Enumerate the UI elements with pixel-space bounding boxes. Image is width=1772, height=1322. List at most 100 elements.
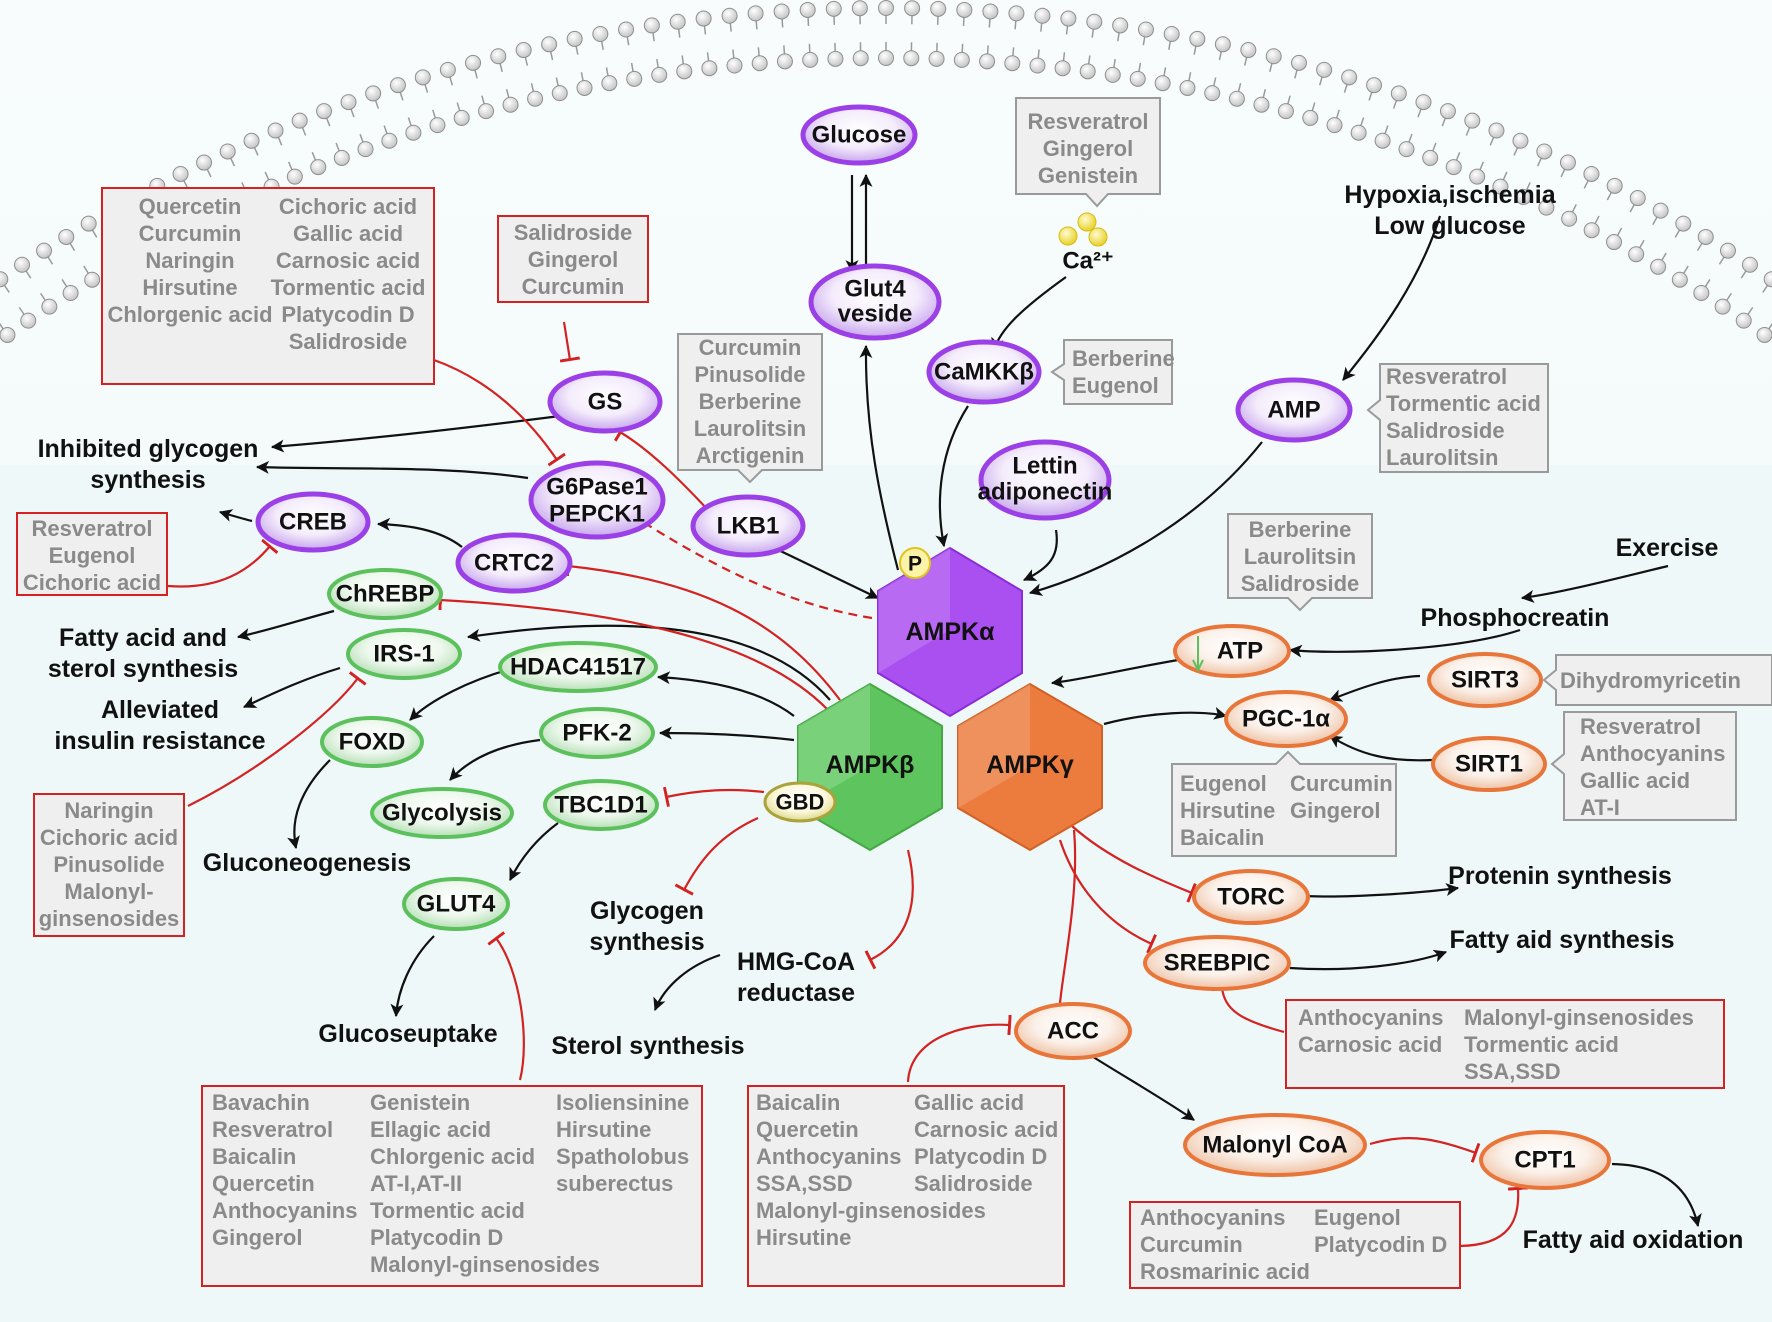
compound-boxes: Resveratrol Gingerol Genistein Berberine… xyxy=(16,97,1772,1289)
inhibit-ampk-to-srebp xyxy=(1058,839,1157,954)
arrow-torc-to-protenin xyxy=(1305,883,1460,898)
glucoseuptake-label: Glucoseuptake xyxy=(318,1020,497,1048)
lipid-head xyxy=(1326,117,1343,134)
arrow-cpt1-to-oxidation xyxy=(1611,1162,1702,1228)
fatty-sterol-line1: Fatty acid and xyxy=(59,624,227,652)
lipid-head xyxy=(405,124,422,141)
calcium-ion xyxy=(1077,212,1097,232)
atp-label: ATP xyxy=(1217,638,1263,665)
arrow-ampk-to-glut4-vesicle xyxy=(859,344,900,571)
inhibit-gbd-to-glycogen xyxy=(674,816,759,896)
arrow-lkb1-to-ampk xyxy=(773,547,879,599)
lipid-head xyxy=(1464,112,1481,129)
lipid-head xyxy=(1606,234,1623,251)
gs-label: GS xyxy=(588,389,623,416)
lipid-head xyxy=(1253,96,1270,113)
arrow-glut4-to-uptake xyxy=(390,935,435,1018)
lipid-head xyxy=(1104,66,1121,83)
g6pase-box-item: Curcumin xyxy=(139,221,242,246)
lipid-head xyxy=(643,17,660,34)
lipid-head xyxy=(80,215,97,232)
lipid-head xyxy=(490,48,507,65)
lipid-head xyxy=(904,0,921,17)
inhibit-box-to-glut4 xyxy=(487,931,525,1081)
glut4-box-item: Quercetin xyxy=(212,1171,315,1196)
arrow-sirt1-to-pgc xyxy=(1329,735,1433,762)
lipid-head xyxy=(903,50,920,67)
lipid-head xyxy=(267,122,284,139)
lettin-adiponectin-node xyxy=(978,439,1112,521)
lipid-head xyxy=(286,168,303,185)
arrow-amp-to-ampk xyxy=(1028,441,1263,596)
torc-label: TORC xyxy=(1217,884,1285,911)
lipid-head xyxy=(1536,143,1553,160)
cpt1-box-item: Platycodin D xyxy=(1314,1232,1447,1257)
lettin-line2: adiponectin xyxy=(978,479,1113,506)
inhibit-ampk-to-hmg xyxy=(864,849,914,970)
inhibit-ampk-to-torc xyxy=(1071,825,1197,903)
gs-box-item: Salidroside xyxy=(514,220,633,245)
lipid-head xyxy=(316,103,333,120)
g6pase-compound-box xyxy=(101,187,435,385)
lipid-head xyxy=(1008,5,1025,22)
cell-membrane xyxy=(0,0,1772,343)
atp-box-item: Salidroside xyxy=(1241,571,1360,596)
ampk-gamma-hexagon xyxy=(957,682,1103,852)
inhibited-glycogen-line2: synthesis xyxy=(90,466,205,494)
lipid-head xyxy=(1422,149,1439,166)
arrow-irs-to-alleviated xyxy=(243,666,341,708)
g6pase-box-item: Platycodin D xyxy=(281,302,414,327)
acc-compound-box xyxy=(747,1085,1065,1287)
lipid-head xyxy=(502,96,519,113)
camkk-label: CaMKKβ xyxy=(934,359,1034,386)
glut4-box-item: Gingerol xyxy=(212,1225,302,1250)
inhibit-malonyl-to-cpt1 xyxy=(1369,1137,1481,1163)
srebp-box-item: Malonyl-ginsenosides xyxy=(1464,1005,1694,1030)
hdac-node xyxy=(498,641,658,693)
pgc-box-item: Hirsutine xyxy=(1180,798,1275,823)
glut4-box-item: Hirsutine xyxy=(556,1117,651,1142)
inhibit-box-to-g6pase xyxy=(433,358,566,467)
amp-label: AMP xyxy=(1267,397,1320,424)
pgc-box-item: Baicalin xyxy=(1180,825,1264,850)
arrow-g6pase-to-glycogen xyxy=(255,460,529,480)
lipid-head xyxy=(1714,298,1731,315)
arrow-sirt3-to-pgc xyxy=(1328,674,1421,702)
lipid-head xyxy=(1439,103,1456,120)
lipid-head xyxy=(310,159,327,176)
glut4-box-item: Spatholobus xyxy=(556,1144,689,1169)
glucose-node xyxy=(800,104,918,166)
acc-box-item: Carnosic acid xyxy=(914,1117,1058,1142)
cpt1-box-item: Rosmarinic acid xyxy=(1140,1259,1310,1284)
ampk-alpha-label: AMPKα xyxy=(906,618,996,646)
lipid-head xyxy=(1512,132,1529,149)
chrebp-node xyxy=(327,568,443,620)
sirt1-compound-box xyxy=(1550,711,1737,821)
lkb1-label: LKB1 xyxy=(717,513,780,540)
lipid-head xyxy=(930,0,947,17)
ampk-gamma-label: AMPKγ xyxy=(986,751,1074,779)
lipid-head xyxy=(1735,312,1752,329)
g6pase-line2: PEPCK1 xyxy=(549,501,645,528)
pgc1a-node xyxy=(1224,690,1348,748)
inhibit-box-to-creb xyxy=(167,538,279,588)
g6pase-box-item: Quercetin xyxy=(139,194,242,219)
atp-compound-box xyxy=(1227,513,1373,612)
irs1-label: IRS-1 xyxy=(373,641,434,668)
lipid-head xyxy=(340,94,357,111)
srebp-box-item: Tormentic acid xyxy=(1464,1032,1619,1057)
lipid-head xyxy=(14,256,31,273)
inhibit-box-to-irs xyxy=(187,671,367,807)
g6pase-box-item: Tormentic acid xyxy=(271,275,426,300)
lkb1-node xyxy=(690,494,806,558)
lipid-head xyxy=(651,66,668,83)
g6pase-pepck-node xyxy=(528,460,666,540)
foxd-node xyxy=(320,716,424,768)
lipid-head xyxy=(1515,188,1532,205)
arrow-crtc2-to-creb xyxy=(376,517,463,548)
lipid-head xyxy=(1341,69,1358,86)
acc-box-item: Quercetin xyxy=(756,1117,859,1142)
lipid-head xyxy=(1538,199,1555,216)
arrow-exercise-to-phosphocreatin xyxy=(1520,564,1669,603)
